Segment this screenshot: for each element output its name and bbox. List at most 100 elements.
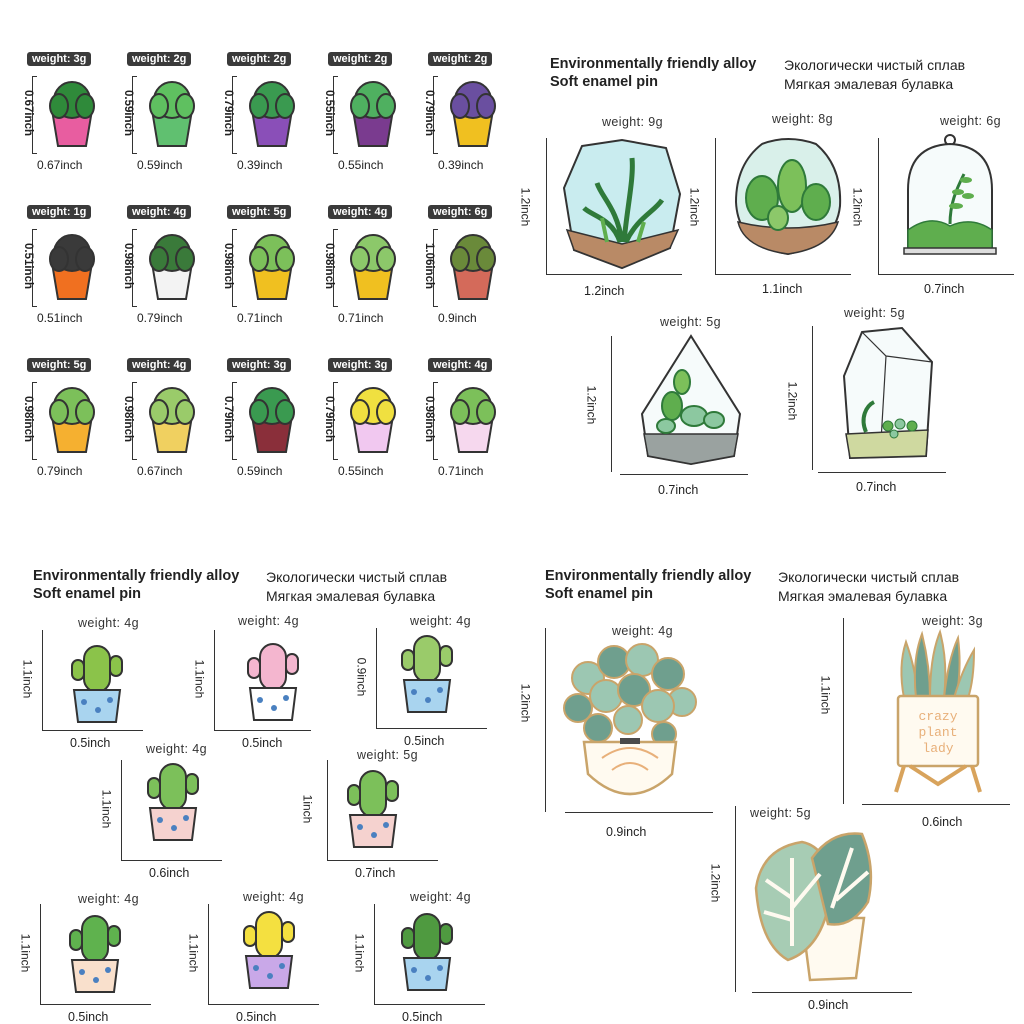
grid-pin-11-weight: weight: 5g: [27, 358, 92, 372]
grid-pin-13-height-bracket: [232, 382, 237, 460]
cactus-pin-6-axis: [40, 904, 151, 1005]
grid-pin-8-image: [249, 234, 295, 300]
terrarium-1-height: 1.2inch: [518, 187, 533, 227]
grid-pin-7-height-bracket: [132, 229, 137, 307]
cactus-pin-2-height: 1.1inch: [192, 659, 207, 699]
houseplant-title-ru-1: Экологически чистый сплав: [778, 569, 960, 585]
cactus-pin-8-width: 0.5inch: [402, 1010, 443, 1024]
grid-pin-13-weight: weight: 3g: [227, 358, 292, 372]
grid-pin-14-height: 0.79inch: [323, 395, 336, 443]
grid-pin-15-width: 0.71inch: [438, 464, 484, 478]
grid-pin-14-width: 0.55inch: [338, 464, 384, 478]
grid-pin-10-width: 0.9inch: [438, 311, 477, 325]
terrarium-3-width: 0.7inch: [924, 282, 965, 296]
houseplant-title-ru-2: Мягкая эмалевая булавка: [778, 588, 948, 604]
cactus-pin-6-height: 1.1inch: [18, 933, 33, 973]
grid-pin-11-height-bracket: [32, 382, 37, 460]
terrarium-1-height-line: [546, 138, 547, 274]
cactus-pin-8-axis: [374, 904, 485, 1005]
grid-pin-6-height: 0.51inch: [22, 242, 35, 290]
cactus-pin-2-width: 0.5inch: [242, 736, 283, 750]
cactus-pin-2-axis: [214, 630, 311, 731]
grid-pin-12-width: 0.67inch: [137, 464, 183, 478]
cactus-pin-6-weight: weight: 4g: [78, 892, 139, 906]
grid-pin-4-height-bracket: [333, 76, 338, 154]
grid-pin-4-height: 0.55inch: [323, 89, 336, 137]
grid-pin-4-width: 0.55inch: [338, 158, 384, 172]
monstera-image: [754, 832, 873, 982]
grid-pin-12-height-bracket: [132, 382, 137, 460]
cactus-pin-1-weight: weight: 4g: [78, 616, 139, 630]
monstera-weight: weight: 5g: [750, 806, 811, 820]
grid-pin-1-weight: weight: 3g: [27, 52, 92, 66]
cactus-pin-5-width: 0.7inch: [355, 866, 396, 880]
grid-pin-13-width: 0.59inch: [237, 464, 283, 478]
terrarium-4-weight: weight: 5g: [660, 315, 721, 329]
grid-pin-3-height-bracket: [232, 76, 237, 154]
terrarium-3-height: 1.2inch: [850, 187, 865, 227]
cactus-pin-3-image: [401, 635, 453, 713]
grid-pin-15-weight: weight: 4g: [428, 358, 493, 372]
grid-pin-15-height-bracket: [433, 382, 438, 460]
houseplant-title-en-1: Environmentally friendly alloy: [545, 568, 752, 584]
cactus-pin-4-width: 0.6inch: [149, 866, 190, 880]
grid-pin-12-image: [149, 387, 195, 453]
monstera-height-line: [735, 806, 736, 992]
cactus-pin-7-image: [243, 911, 295, 989]
terrarium-title-ru-2: Мягкая эмалевая булавка: [784, 76, 954, 92]
grid-pin-14-weight: weight: 3g: [328, 358, 393, 372]
grid-pin-6-width: 0.51inch: [37, 311, 83, 325]
cactus-pin-3-axis: [376, 628, 487, 729]
monstera-width-line: [752, 992, 912, 993]
grid-pin-9-width: 0.71inch: [338, 311, 384, 325]
terrarium-2-weight: weight: 8g: [772, 112, 833, 126]
grid-pin-7-image: [149, 234, 195, 300]
pot-text-1: crazy: [918, 709, 957, 724]
grid-pin-13-height: 0.79inch: [222, 395, 235, 443]
terrarium-3-height-line: [878, 138, 879, 274]
snake-plant-width: 0.6inch: [922, 815, 963, 829]
pilea-width-line: [565, 812, 713, 813]
cactus-pin-3-weight: weight: 4g: [410, 614, 471, 628]
terrarium-2-width: 1.1inch: [762, 282, 803, 296]
pot-text-3: lady: [922, 741, 953, 756]
cactus-pin-7-width: 0.5inch: [236, 1010, 277, 1024]
cactus-pin-8-height: 1.1inch: [352, 933, 367, 973]
grid-pin-4-weight: weight: 2g: [328, 52, 393, 66]
cactus-pin-5-height: 1inch: [300, 794, 315, 824]
grid-pin-10-weight: weight: 6g: [428, 205, 493, 219]
cactus-pin-4-weight: weight: 4g: [146, 742, 207, 756]
grid-pin-7-width: 0.79inch: [137, 311, 183, 325]
cactus-pin-1-axis: [42, 630, 143, 731]
terrarium-5-width: 0.7inch: [856, 480, 897, 494]
terrarium-3-weight: weight: 6g: [940, 114, 1001, 128]
grid-pin-7-height: 0.98inch: [122, 242, 135, 290]
monstera-height: 1.2inch: [708, 863, 723, 903]
grid-pin-6-height-bracket: [32, 229, 37, 307]
terrarium-1-image: [562, 138, 682, 270]
terrarium-1-weight: weight: 9g: [602, 115, 663, 129]
terrarium-2-height-line: [715, 138, 716, 274]
grid-pin-8-weight: weight: 5g: [227, 205, 292, 219]
grid-pin-5-height: 0.79inch: [423, 89, 436, 137]
grid-pin-15-image: [450, 387, 496, 453]
grid-pin-8-height-bracket: [232, 229, 237, 307]
terrarium-4-width-line: [620, 474, 748, 475]
grid-pin-1-height-bracket: [32, 76, 37, 154]
grid-pin-1-width: 0.67inch: [37, 158, 83, 172]
terrarium-5-image: [842, 326, 934, 460]
snake-plant-width-line: [862, 804, 1010, 805]
houseplant-title-en-2: Soft enamel pin: [545, 586, 653, 602]
terrarium-title-en-1: Environmentally friendly alloy: [550, 56, 757, 72]
cactus-pin-7-height: 1.1inch: [186, 933, 201, 973]
terrarium-4-image: [640, 334, 742, 466]
grid-pin-8-width: 0.71inch: [237, 311, 283, 325]
cactus-pin-8-image: [401, 913, 453, 991]
pilea-image: [563, 643, 697, 796]
grid-pin-7-weight: weight: 4g: [127, 205, 192, 219]
cactus-pin-4-height: 1.1inch: [99, 789, 114, 829]
terrarium-4-width: 0.7inch: [658, 483, 699, 497]
cactus-title-en-1: Environmentally friendly alloy: [33, 568, 240, 584]
terrarium-2-height: 1.2inch: [687, 187, 702, 227]
grid-pin-1-height: 0.67inch: [22, 89, 35, 137]
